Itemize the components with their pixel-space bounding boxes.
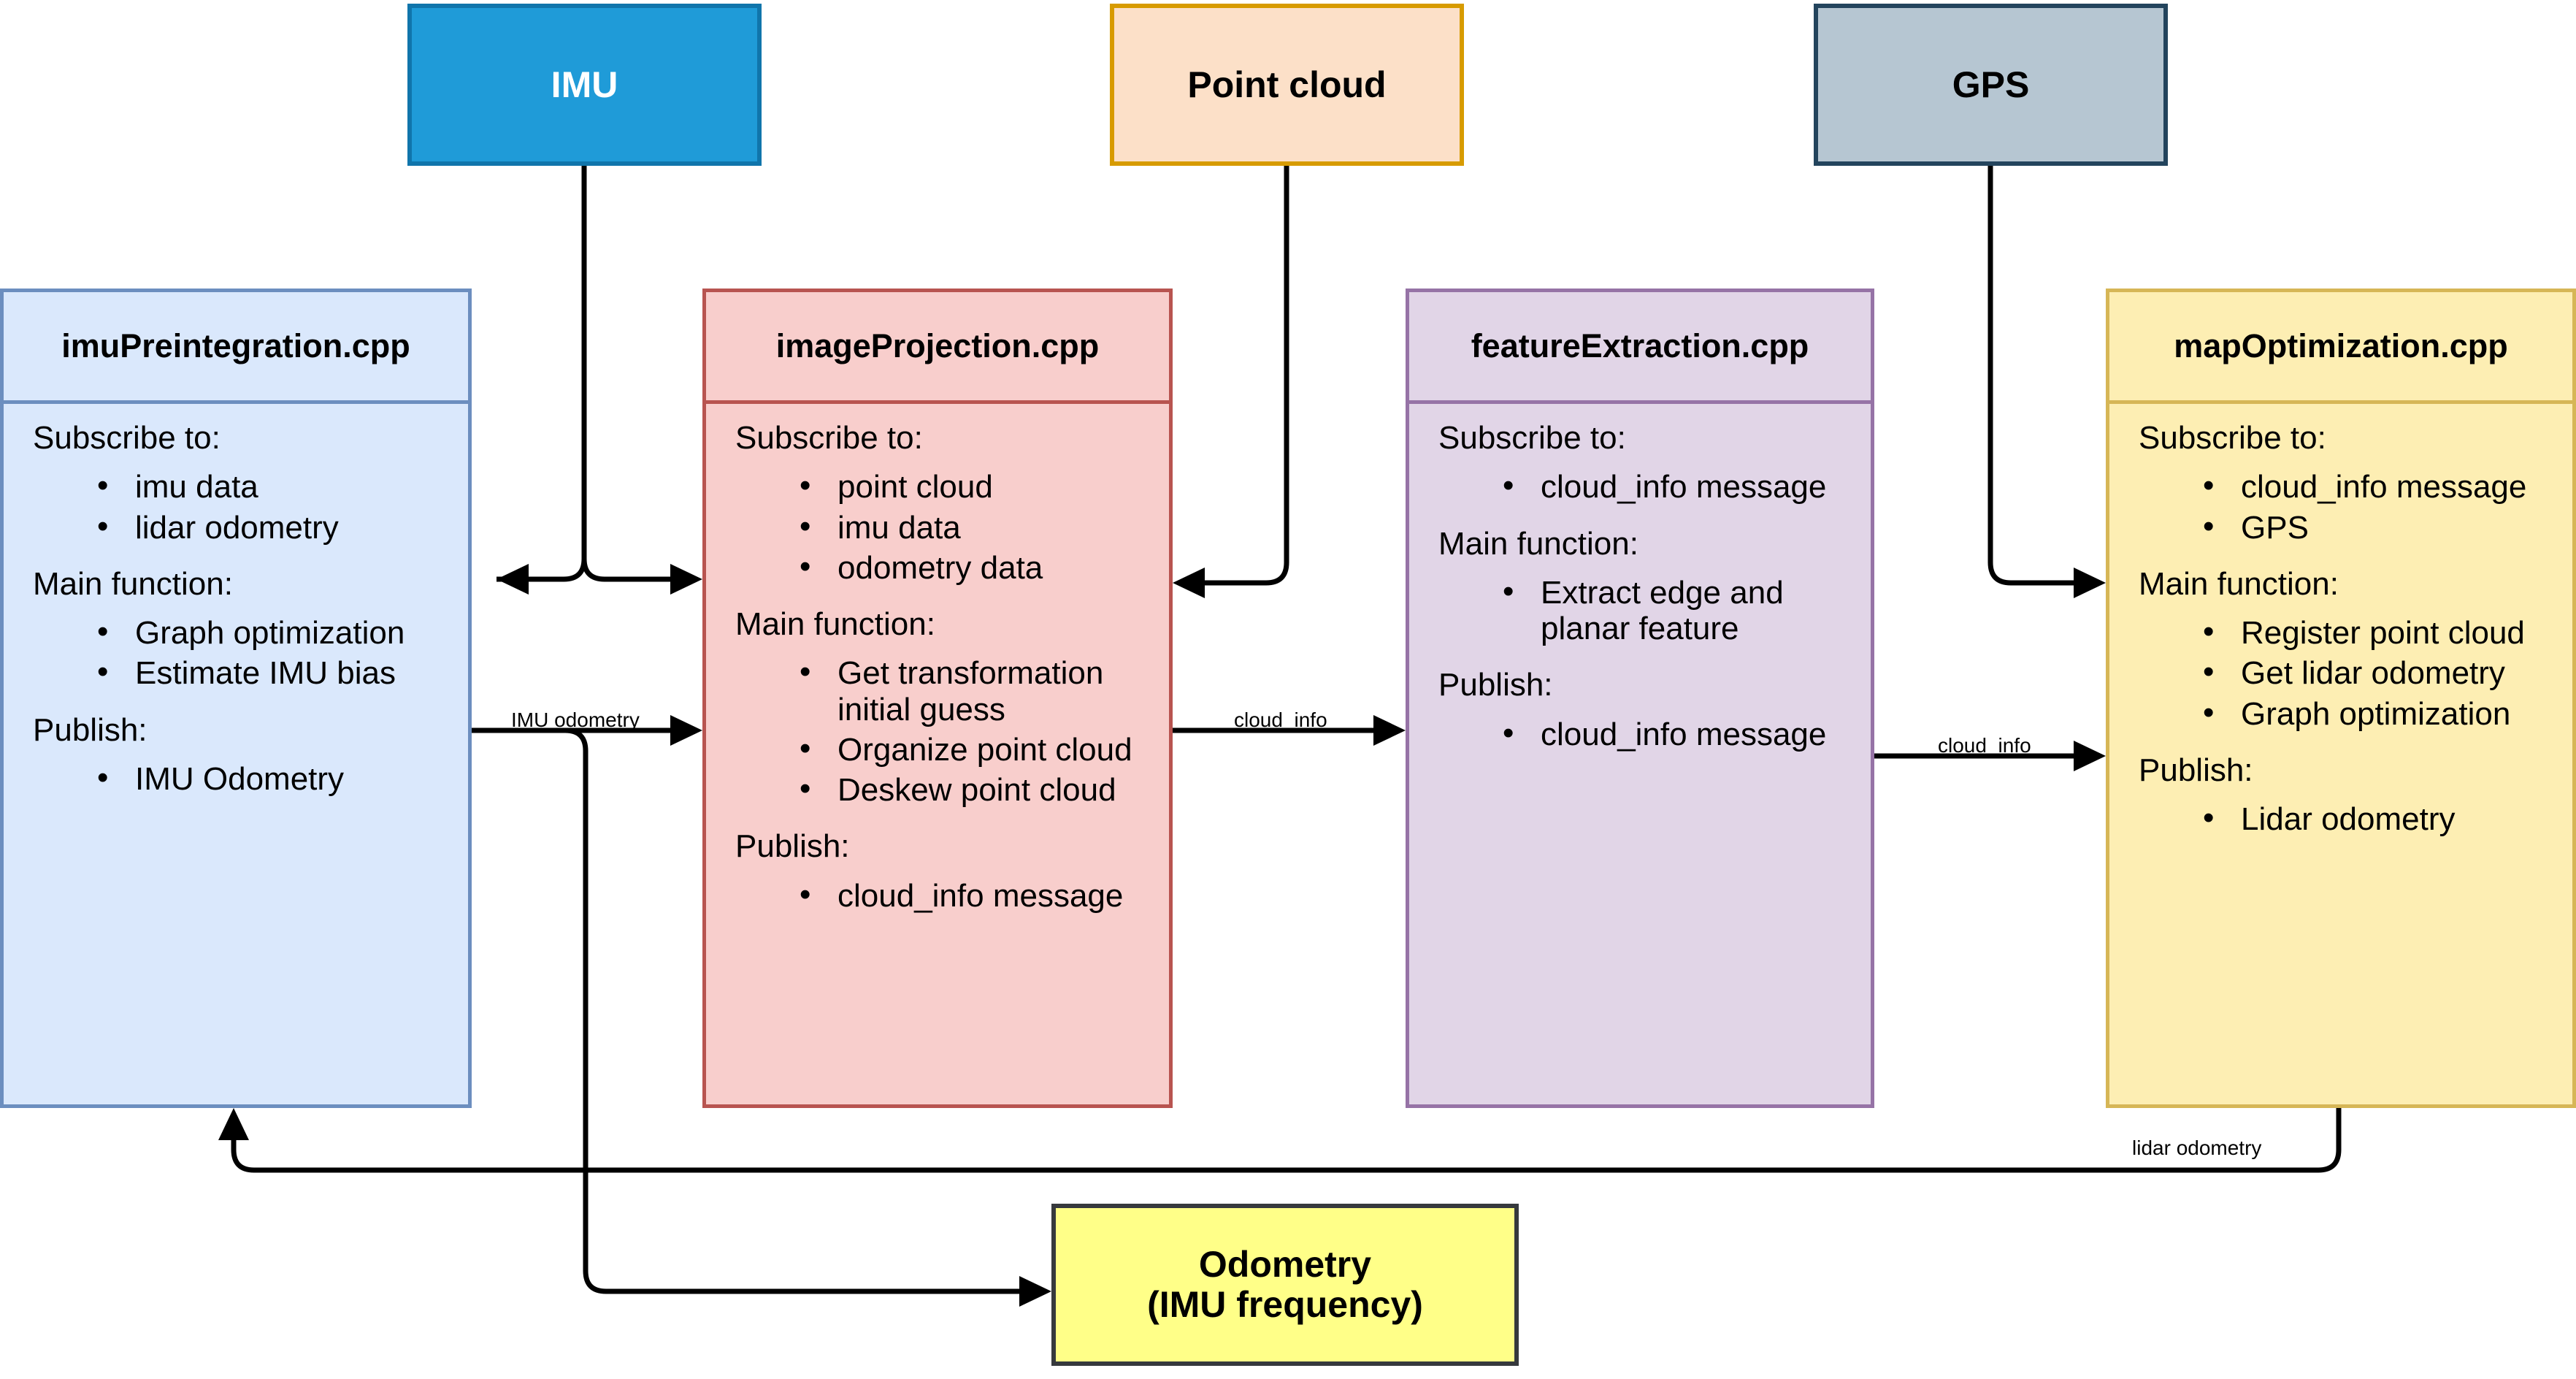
arrowhead-cloud-info-1	[1373, 715, 1406, 746]
arrowhead-imu-to-imupreintegration	[497, 564, 529, 595]
node-odometry-label-line1: Odometry	[1198, 1244, 1372, 1285]
node-imu[interactable]: IMU	[407, 4, 762, 166]
node-gps-label: GPS	[1952, 64, 2030, 105]
section-lead-main: Main function:	[1438, 525, 1638, 562]
section-list-main: Register point cloud Get lidar odometry …	[2109, 614, 2572, 732]
edge-label-text: cloud_info	[1938, 734, 2031, 757]
section-list-main: Graph optimization Estimate IMU bias	[4, 614, 468, 692]
arrowhead-imu-odometry	[670, 715, 702, 746]
section-lead-publish: Publish:	[1438, 667, 1553, 703]
node-imupreintegration-title: imuPreintegration.cpp	[4, 292, 468, 404]
arrowhead-gps-to-mapoptimization	[2074, 568, 2106, 598]
list-item: Get transformation initial guess	[800, 654, 1149, 727]
node-point-cloud-label: Point cloud	[1187, 64, 1387, 105]
edge-label-text: cloud_info	[1234, 708, 1327, 731]
section-lead-subscribe: Subscribe to:	[735, 420, 923, 456]
section-lead-main: Main function:	[2139, 565, 2339, 602]
list-item: lidar odometry	[97, 508, 448, 546]
list-item: cloud_info message	[1503, 715, 1850, 752]
list-item: Extract edge and planar feature	[1503, 573, 1850, 647]
node-mapoptimization[interactable]: mapOptimization.cpp Subscribe to: cloud_…	[2106, 289, 2576, 1108]
node-gps[interactable]: GPS	[1814, 4, 2168, 166]
arrowhead-imu-to-imageprojection	[670, 564, 702, 595]
list-item: Graph optimization	[2203, 695, 2552, 732]
node-imu-label: IMU	[551, 64, 618, 105]
list-item: Graph optimization	[97, 614, 448, 651]
node-odometry[interactable]: Odometry (IMU frequency)	[1051, 1204, 1519, 1366]
list-item: Lidar odometry	[2203, 800, 2552, 837]
list-item: Organize point cloud	[800, 730, 1149, 768]
section-list-publish: cloud_info message	[1409, 715, 1871, 752]
list-item: Deskew point cloud	[800, 771, 1149, 808]
list-item: imu data	[800, 508, 1149, 546]
edge-label-cloud-info-1: cloud_info	[1234, 710, 1327, 730]
list-item: cloud_info message	[800, 876, 1149, 914]
node-mapoptimization-title: mapOptimization.cpp	[2109, 292, 2572, 404]
node-imupreintegration[interactable]: imuPreintegration.cpp Subscribe to: imu …	[0, 289, 472, 1108]
list-item: Estimate IMU bias	[97, 654, 448, 691]
node-featureextraction-body: Subscribe to: cloud_info message Main fu…	[1409, 404, 1871, 752]
section-list-subscribe: cloud_info message GPS	[2109, 467, 2572, 546]
node-imupreintegration-body: Subscribe to: imu data lidar odometry Ma…	[4, 404, 468, 797]
section-lead-main: Main function:	[33, 565, 233, 602]
list-item: Register point cloud	[2203, 614, 2552, 651]
list-item: point cloud	[800, 467, 1149, 505]
section-list-main: Extract edge and planar feature	[1409, 573, 1871, 647]
edge-label-lidar-odometry: lidar odometry	[2132, 1138, 2261, 1158]
section-lead-publish: Publish:	[2139, 752, 2253, 788]
section-list-subscribe: cloud_info message	[1409, 467, 1871, 505]
list-item: cloud_info message	[2203, 467, 2552, 505]
node-featureextraction[interactable]: featureExtraction.cpp Subscribe to: clou…	[1406, 289, 1874, 1108]
arrowhead-lidar-odometry	[218, 1108, 249, 1140]
section-lead-subscribe: Subscribe to:	[2139, 420, 2326, 456]
arrowhead-to-odometry	[1019, 1276, 1051, 1307]
list-item: GPS	[2203, 508, 2552, 546]
node-featureextraction-title: featureExtraction.cpp	[1409, 292, 1871, 404]
arrowhead-pointcloud-to-imageprojection	[1173, 568, 1205, 598]
section-lead-subscribe: Subscribe to:	[33, 420, 221, 456]
list-item: imu data	[97, 467, 448, 505]
edge-pointcloud-to-imageprojection	[1197, 166, 1289, 586]
section-lead-main: Main function:	[735, 606, 935, 643]
section-list-subscribe: imu data lidar odometry	[4, 467, 468, 546]
section-lead-publish: Publish:	[33, 711, 147, 748]
list-item: cloud_info message	[1503, 467, 1850, 505]
edge-label-text: IMU odometry	[511, 708, 640, 731]
edge-gps-to-mapoptimization	[1987, 166, 2081, 586]
node-point-cloud[interactable]: Point cloud	[1110, 4, 1464, 166]
edge-label-cloud-info-2: cloud_info	[1938, 736, 2031, 756]
node-odometry-label-line2: (IMU frequency)	[1147, 1284, 1423, 1325]
section-list-publish: Lidar odometry	[2109, 800, 2572, 837]
section-lead-publish: Publish:	[735, 828, 850, 865]
section-list-subscribe: point cloud imu data odometry data	[706, 467, 1169, 586]
section-lead-subscribe: Subscribe to:	[1438, 420, 1626, 456]
node-mapoptimization-body: Subscribe to: cloud_info message GPS Mai…	[2109, 404, 2572, 837]
list-item: Get lidar odometry	[2203, 654, 2552, 691]
node-imageprojection[interactable]: imageProjection.cpp Subscribe to: point …	[702, 289, 1173, 1108]
edge-imu-to-imageprojection	[581, 558, 678, 582]
edge-imu-split	[497, 166, 587, 582]
section-list-publish: IMU Odometry	[4, 760, 468, 797]
list-item: IMU Odometry	[97, 760, 448, 797]
edge-mapoptimization-to-imupreintegration	[231, 1108, 2342, 1173]
edge-label-text: lidar odometry	[2132, 1137, 2262, 1159]
edge-label-imu-odometry: IMU odometry	[511, 710, 640, 730]
list-item: odometry data	[800, 549, 1149, 586]
node-imageprojection-title: imageProjection.cpp	[706, 292, 1169, 404]
node-imageprojection-body: Subscribe to: point cloud imu data odome…	[706, 404, 1169, 914]
section-list-main: Get transformation initial guess Organiz…	[706, 654, 1169, 808]
arrowhead-cloud-info-2	[2074, 741, 2106, 771]
section-list-publish: cloud_info message	[706, 876, 1169, 914]
